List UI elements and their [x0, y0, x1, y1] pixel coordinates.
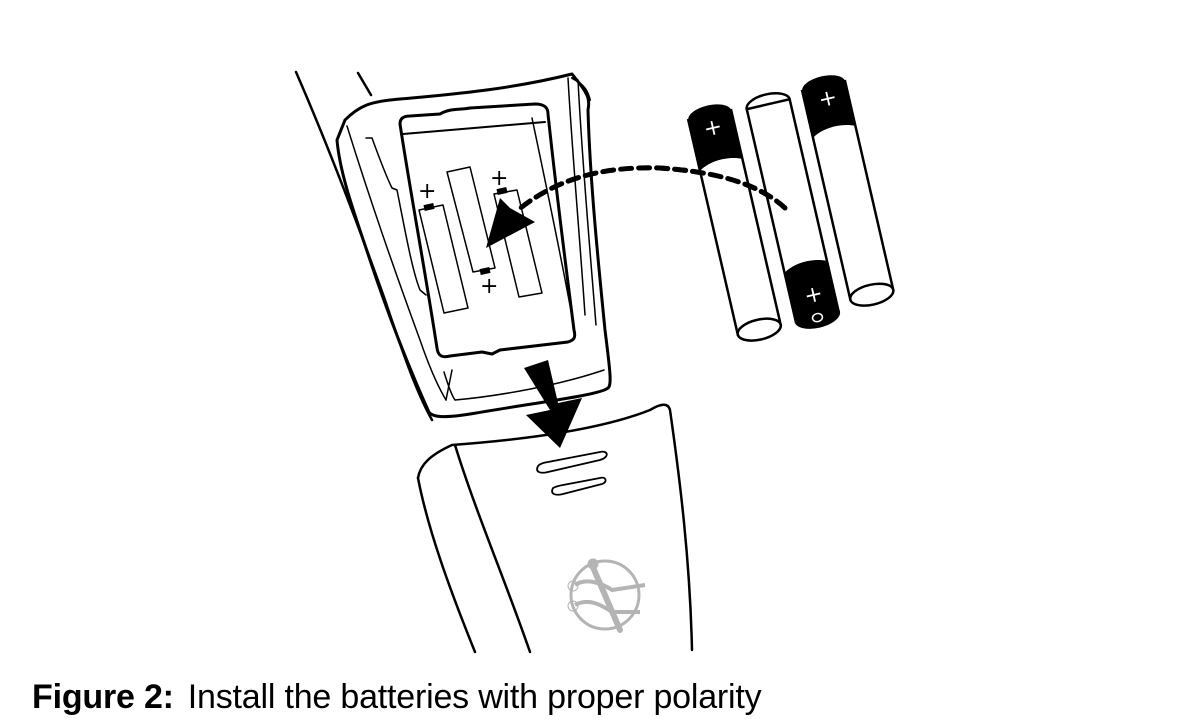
- battery-slot-1: +: [418, 179, 469, 314]
- battery-a: +: [686, 104, 783, 342]
- battery-b-plus: +: [802, 281, 826, 310]
- device-body: [294, 70, 612, 422]
- polarity-plus-slot-3: +: [490, 166, 508, 191]
- figure-caption: Figure 2: Install the batteries with prop…: [32, 678, 762, 717]
- polarity-plus-slot-2: +: [480, 274, 498, 299]
- loose-batteries: + + +: [657, 75, 895, 342]
- battery-a-plus: +: [701, 114, 725, 143]
- figure-caption-text: Install the batteries with proper polari…: [187, 678, 762, 716]
- battery-slot-2: +: [446, 166, 498, 299]
- down-arrow-icon: [524, 360, 582, 448]
- battery-cover: [416, 403, 694, 654]
- battery-c-plus: +: [816, 85, 840, 114]
- battery-slot-3: +: [490, 166, 543, 298]
- polarity-plus-slot-1: +: [418, 179, 436, 204]
- battery-c: +: [800, 75, 895, 307]
- brand-logo: [567, 558, 646, 633]
- battery-b: +: [745, 92, 841, 329]
- insert-arrowhead: [486, 198, 535, 248]
- battery-compartment: + + +: [398, 102, 577, 359]
- figure-label: Figure 2:: [32, 678, 174, 716]
- battery-installation-illustration: + + + +: [294, 70, 895, 654]
